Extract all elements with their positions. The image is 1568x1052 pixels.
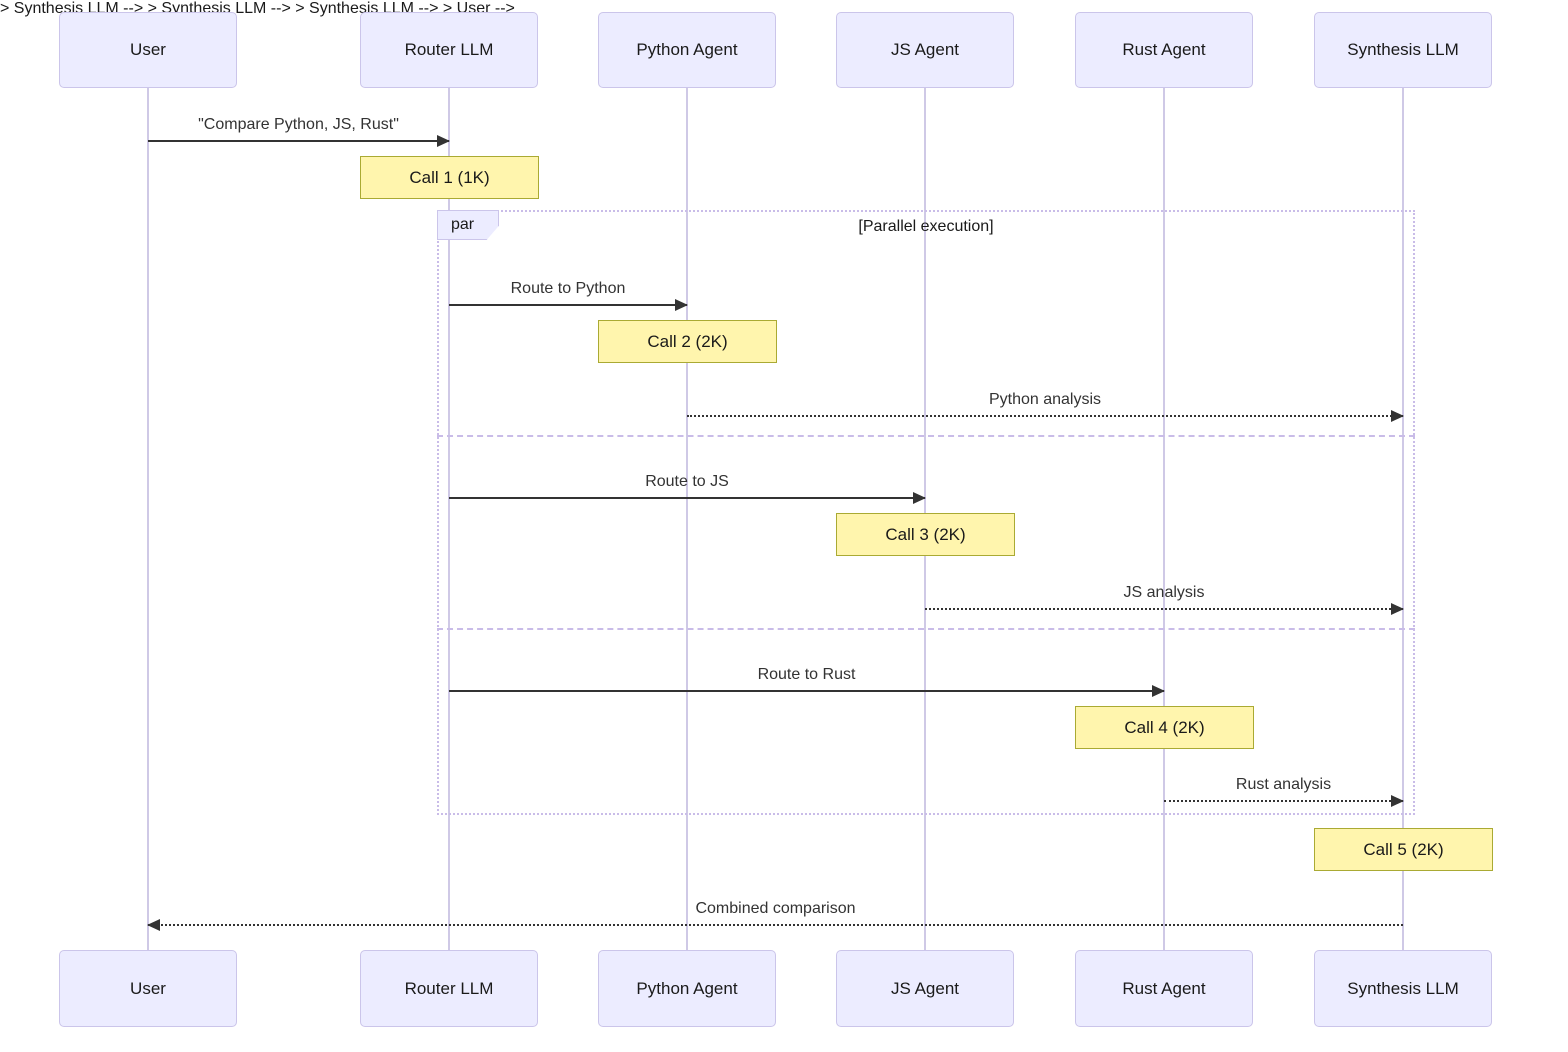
actor-bottom-rust-agent: Rust Agent	[1075, 950, 1253, 1027]
actor-top-user: User	[59, 12, 237, 88]
note-label: Call 4 (2K)	[1124, 717, 1205, 737]
message-label: Route to Python	[510, 280, 626, 297]
message-line	[925, 603, 1404, 615]
actor-bottom-python-agent: Python Agent	[598, 950, 776, 1027]
message-label: Rust analysis	[1235, 776, 1332, 793]
lifeline-synthesis-llm	[1402, 88, 1404, 950]
lifeline-user	[147, 88, 149, 950]
note-call-4: Call 4 (2K)	[1075, 706, 1254, 749]
actor-bottom-js-agent: JS Agent	[836, 950, 1014, 1027]
par-label: par	[437, 210, 499, 240]
message-line	[1164, 795, 1404, 807]
actor-bottom-user: User	[59, 950, 237, 1027]
actor-label: Rust Agent	[1122, 40, 1206, 59]
actor-top-js-agent: JS Agent	[836, 12, 1014, 88]
message-label: JS analysis	[1123, 584, 1205, 601]
actor-bottom-synthesis-llm: Synthesis LLM	[1314, 950, 1492, 1027]
message-label: "Compare Python, JS, Rust"	[198, 116, 399, 133]
message-line	[147, 919, 1403, 931]
actor-label: Synthesis LLM	[1347, 40, 1459, 59]
actor-top-router-llm: Router LLM	[360, 12, 538, 88]
actor-bottom-router-llm: Router LLM	[360, 950, 538, 1027]
note-label: Call 1 (1K)	[409, 167, 490, 187]
note-call-5: Call 5 (2K)	[1314, 828, 1493, 871]
arrow-right-icon	[913, 492, 926, 504]
actor-label: Synthesis LLM	[1347, 978, 1459, 998]
message-label: Combined comparison	[695, 900, 856, 917]
actor-label: Router LLM	[404, 40, 494, 59]
message-line	[449, 492, 926, 504]
actor-top-rust-agent: Rust Agent	[1075, 12, 1253, 88]
arrow-right-icon	[1391, 795, 1404, 807]
message-rust-analysis: Rust analysis	[1164, 773, 1404, 807]
note-label: Call 3 (2K)	[885, 524, 966, 544]
par-divider-1	[437, 435, 1415, 437]
note-label: Call 5 (2K)	[1363, 839, 1444, 859]
message-route-to-python: Route to Python	[449, 277, 688, 311]
par-divider-2	[437, 628, 1415, 630]
message-line	[148, 135, 450, 147]
lifeline-router-llm	[448, 88, 450, 950]
arrow-right-icon	[1152, 685, 1165, 697]
actor-top-python-agent: Python Agent	[598, 12, 776, 88]
actor-label: User	[130, 978, 166, 998]
actor-label: Python Agent	[636, 40, 738, 59]
arrow-right-icon	[437, 135, 450, 147]
lifeline-python-agent	[686, 88, 688, 950]
arrow-right-icon	[1391, 603, 1404, 615]
lifeline-rust-agent	[1163, 88, 1165, 950]
message-route-to-js: Route to JS	[449, 470, 926, 504]
message-label: Route to Rust	[757, 666, 856, 683]
actor-label: JS Agent	[890, 978, 960, 998]
message-line	[687, 410, 1404, 422]
note-call-3: Call 3 (2K)	[836, 513, 1015, 556]
note-call-1: Call 1 (1K)	[360, 156, 539, 199]
arrow-right-icon	[1391, 410, 1404, 422]
note-call-2: Call 2 (2K)	[598, 320, 777, 363]
arrow-right-icon	[675, 299, 688, 311]
message-js-analysis: JS analysis	[925, 581, 1404, 615]
par-frame: par [Parallel execution]	[437, 210, 1415, 815]
actor-label: Python Agent	[636, 978, 738, 998]
message-label: Python analysis	[988, 391, 1102, 408]
message-line	[449, 685, 1165, 697]
message-compare-request: "Compare Python, JS, Rust"	[148, 113, 450, 147]
actor-top-synthesis-llm: Synthesis LLM	[1314, 12, 1492, 88]
actor-label: Router LLM	[404, 978, 494, 998]
note-label: Call 2 (2K)	[647, 331, 728, 351]
arrow-left-icon	[147, 919, 160, 931]
actor-label: User	[130, 40, 166, 59]
par-condition: [Parallel execution]	[858, 218, 994, 235]
actor-label: Rust Agent	[1122, 978, 1206, 998]
message-python-analysis: Python analysis	[687, 388, 1404, 422]
message-line	[449, 299, 688, 311]
message-label: Route to JS	[645, 473, 729, 490]
message-combined-comparison: Combined comparison	[147, 897, 1403, 931]
message-route-to-rust: Route to Rust	[449, 663, 1165, 697]
actor-label: JS Agent	[890, 40, 960, 59]
